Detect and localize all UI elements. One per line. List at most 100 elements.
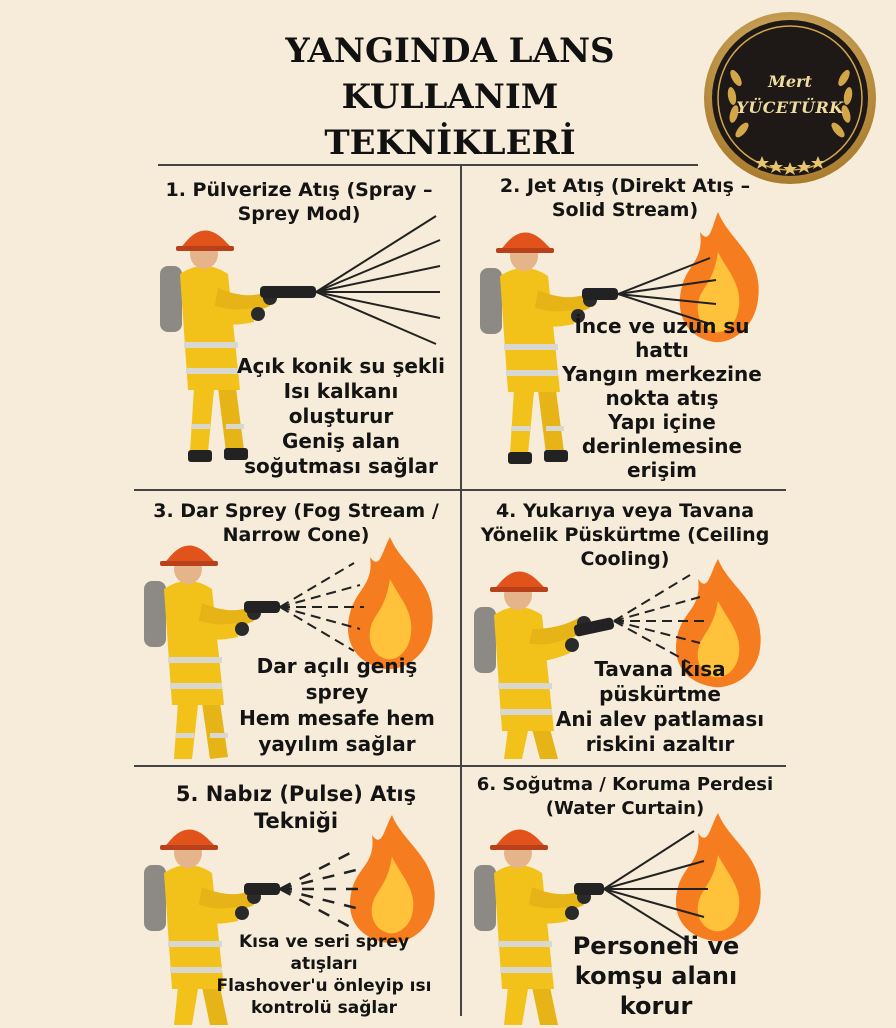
panel-title-line: Cooling)	[580, 548, 670, 570]
panel-desc-line: İnce ve uzun su	[574, 314, 750, 338]
panel-title-line: (Water Curtain)	[545, 798, 705, 819]
badge-seal-icon	[704, 12, 876, 184]
grid-top-rule	[158, 164, 698, 166]
title-line-1: YANGINDA LANS	[285, 31, 615, 71]
panel-desc-line: sprey	[305, 680, 369, 704]
panel-desc-line: riskini azaltır	[585, 732, 735, 756]
panel-jet: 2. Jet Atış (Direkt Atış – Solid Stream)…	[464, 168, 786, 486]
panel-description: Kısa ve seri sprey atışları Flashover'u …	[192, 931, 456, 1019]
panel-desc-line: Hem mesafe hem	[239, 706, 435, 730]
panel-narrow-fog: 3. Dar Sprey (Fog Stream / Narrow Cone) …	[134, 493, 458, 763]
panel-desc-line: Dar açılı geniş	[256, 654, 418, 678]
panel-spray: 1. Pülverize Atış (Spray – Sprey Mod) Aç…	[140, 168, 458, 486]
panel-title: 3. Dar Sprey (Fog Stream / Narrow Cone)	[134, 499, 458, 547]
panel-title-line: 2. Jet Atış (Direkt Atış –	[499, 175, 751, 197]
pulse-stream-icon	[279, 849, 364, 931]
title-line-3: TEKNİKLERİ	[324, 123, 576, 163]
panel-pulse: 5. Nabız (Pulse) Atış Tekniği Kısa ve se…	[134, 769, 458, 1025]
panel-desc-line: yayılım sağlar	[258, 732, 416, 756]
panel-desc-line: erişim	[627, 458, 697, 482]
flame-icon	[349, 815, 435, 944]
panel-desc-line: soğutması sağlar	[244, 454, 438, 478]
panel-title-line: Solid Stream)	[551, 199, 699, 221]
panel-title-line: 6. Soğutma / Koruma Perdesi	[476, 774, 774, 795]
panel-desc-line: hattı	[635, 338, 689, 362]
title-line-2: KULLANIM	[341, 77, 559, 117]
firefighter-figure	[474, 829, 591, 1025]
panel-title-line: Sprey Mod)	[237, 203, 361, 225]
panel-desc-line: derinlemesine	[581, 434, 743, 458]
grid-row-divider-1	[134, 489, 786, 491]
panel-desc-line: Kısa ve seri sprey	[238, 932, 410, 952]
grid-vertical-divider	[460, 166, 462, 1016]
firefighter-spray-illustration	[160, 215, 441, 462]
panel-title-line: Narrow Cone)	[222, 524, 370, 546]
panel-desc-line: atışları	[290, 954, 358, 974]
panel-title: 6. Soğutma / Koruma Perdesi (Water Curta…	[464, 773, 786, 821]
flame-icon	[675, 559, 761, 688]
nozzle-icon	[244, 601, 280, 613]
panel-desc-line: Geniş alan	[281, 429, 401, 453]
ceiling-stream-icon	[613, 574, 704, 664]
firefighter-figure	[144, 829, 261, 1025]
panel-title-line: Yönelik Püskürtme (Ceiling	[480, 524, 770, 546]
panel-desc-line: nokta atış	[605, 386, 719, 410]
panel-water-curtain: 6. Soğutma / Koruma Perdesi (Water Curta…	[464, 769, 786, 1025]
panel-desc-line: Personeli ve	[572, 932, 740, 960]
firefighter-figure	[144, 545, 261, 759]
panel-desc-line: Flashover'u önleyip ısı	[216, 976, 432, 996]
panel-desc-line: korur	[619, 992, 693, 1020]
panel-desc-line: Tavana kısa	[594, 657, 726, 681]
panel-title-line: Tekniği	[253, 809, 339, 833]
panel-desc-line: kontrolü sağlar	[250, 998, 398, 1018]
firefighter-curtain-illustration	[474, 813, 761, 1025]
flame-icon	[679, 212, 759, 343]
firefighter-jet-illustration	[480, 212, 759, 464]
curtain-stream-icon	[603, 830, 708, 946]
firefighter-figure	[160, 230, 277, 462]
spray-cone-icon	[315, 215, 441, 345]
panel-title-line: 3. Dar Sprey (Fog Stream /	[153, 500, 439, 522]
panel-description: Tavana kısa püskürtme Ani alev patlaması…	[538, 657, 782, 757]
jet-stream-icon	[617, 257, 717, 325]
nozzle-icon	[574, 883, 604, 895]
panel-title: 1. Pülverize Atış (Spray – Sprey Mod)	[140, 178, 458, 226]
nozzle-icon	[573, 617, 615, 637]
nozzle-icon	[260, 286, 316, 298]
firefighter-figure	[480, 232, 597, 464]
panel-title-line: 4. Yukarıya veya Tavana	[495, 500, 755, 522]
panel-ceiling-cooling: 4. Yukarıya veya Tavana Yönelik Püskürtm…	[464, 493, 786, 763]
badge-name-line-2: YÜCETÜRK	[736, 98, 844, 117]
firefighter-fog-illustration	[144, 537, 433, 759]
panel-desc-line: Yapı içine	[608, 410, 716, 434]
panel-desc-line: oluşturur	[288, 404, 394, 428]
flame-icon	[675, 813, 761, 942]
badge-name-line-1: Mert	[768, 72, 812, 91]
panel-title: 2. Jet Atış (Direkt Atış – Solid Stream)	[464, 174, 786, 222]
grid-row-divider-2	[134, 765, 786, 767]
panel-title: 5. Nabız (Pulse) Atış Tekniği	[134, 781, 458, 835]
panel-desc-line: Açık konik su şekli	[237, 354, 445, 378]
panel-description: Personeli ve komşu alanı korur	[546, 931, 766, 1021]
author-badge: Mert YÜCETÜRK	[700, 8, 880, 188]
firefighter-figure	[474, 571, 591, 759]
page-title: YANGINDA LANS KULLANIM TEKNİKLERİ	[240, 28, 660, 166]
panel-desc-line: komşu alanı	[574, 962, 738, 990]
panel-desc-line: Ani alev patlaması	[555, 707, 765, 731]
firefighter-ceiling-illustration	[474, 559, 761, 759]
panel-desc-line: Isı kalkanı	[283, 379, 399, 403]
flame-icon	[347, 537, 433, 670]
nozzle-icon	[582, 288, 618, 300]
panel-title: 4. Yukarıya veya Tavana Yönelik Püskürtm…	[464, 499, 786, 571]
panel-title-line: 5. Nabız (Pulse) Atış	[175, 782, 417, 806]
panel-desc-line: püskürtme	[599, 682, 721, 706]
firefighter-pulse-illustration	[144, 815, 435, 1025]
panel-desc-line: Yangın merkezine	[562, 362, 762, 386]
fog-stream-icon	[279, 562, 364, 652]
panel-description: Dar açılı geniş sprey Hem mesafe hem yay…	[220, 653, 454, 757]
nozzle-icon	[244, 883, 280, 895]
panel-title-line: 1. Pülverize Atış (Spray –	[165, 179, 433, 201]
panel-description: Açık konik su şekli Isı kalkanı oluşturu…	[228, 354, 454, 479]
panel-description: İnce ve uzun su hattı Yangın merkezine n…	[556, 314, 768, 482]
